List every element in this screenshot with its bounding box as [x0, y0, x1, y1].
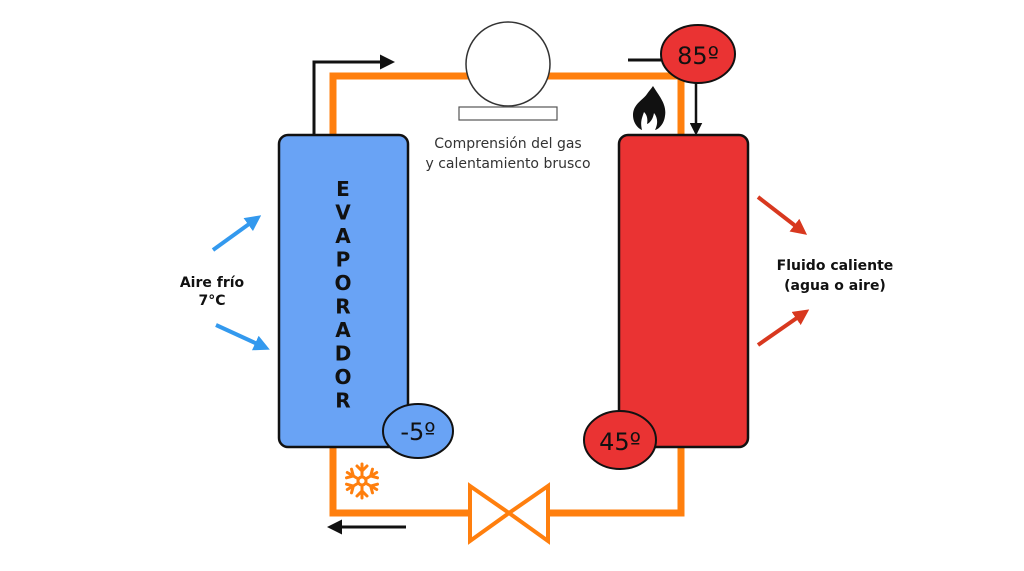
snowflake-icon — [343, 462, 381, 500]
evaporator-letter: A — [335, 224, 351, 248]
compressor-caption-line2: y calentamiento brusco — [425, 156, 590, 172]
outlet-label-line1: Fluido caliente — [777, 258, 894, 274]
hot-fluid-arrow-top — [756, 195, 808, 235]
pipe-bottom-right — [548, 447, 685, 517]
cold-air-arrow-top — [211, 215, 262, 252]
gauge-condenser-out: 45º — [583, 410, 657, 470]
compressor-caption-line1: Comprensión del gas — [434, 136, 581, 152]
hot-fluid-arrow-bottom — [756, 309, 810, 347]
gauge-evaporator-value: -5º — [400, 418, 435, 446]
evaporator-letter: A — [335, 318, 351, 342]
evaporator-letter: D — [335, 342, 352, 366]
inlet-label-line1: Aire frío — [180, 275, 245, 291]
gauge-condenser-value: 45º — [599, 428, 641, 456]
condenser-tank — [617, 133, 750, 449]
compressor-icon — [458, 21, 558, 121]
evaporator-letter: O — [334, 365, 351, 389]
pipe-bottom — [329, 447, 470, 517]
gauge-compressor-value: 85º — [677, 42, 719, 70]
evaporator-tank — [277, 133, 410, 449]
evaporator-letter: O — [334, 271, 351, 295]
evaporator-letter: R — [335, 389, 350, 413]
expansion-valve-icon — [468, 482, 550, 545]
gauge-evaporator-out: -5º — [382, 403, 454, 459]
outlet-label-line2: (agua o aire) — [784, 278, 886, 294]
evaporator-letter: V — [335, 201, 351, 225]
cold-air-arrow-bottom — [215, 323, 270, 351]
evaporator-letter: P — [336, 248, 351, 272]
flow-arrow-top-left — [312, 54, 395, 135]
flame-icon — [633, 86, 666, 130]
evaporator-letter: E — [336, 177, 350, 201]
inlet-label-line2: 7°C — [198, 293, 225, 309]
evaporator-letter: R — [335, 295, 350, 319]
gauge-compressor-out: 85º — [660, 24, 736, 84]
